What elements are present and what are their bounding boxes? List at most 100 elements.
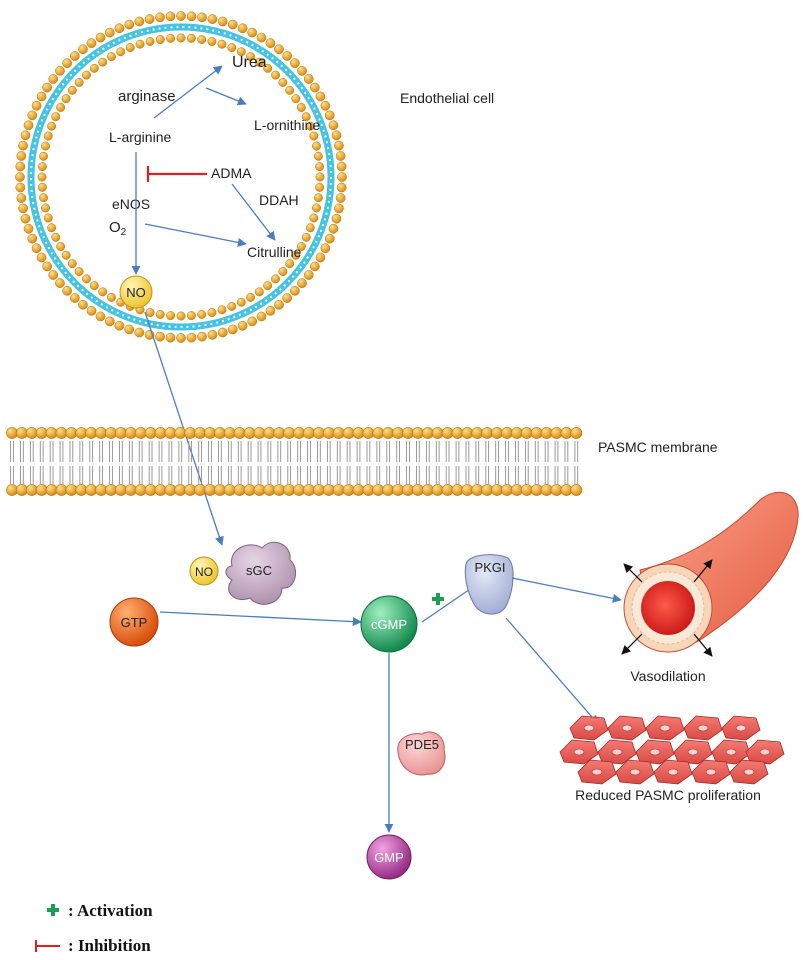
lipid-head bbox=[105, 484, 117, 496]
lipid-head bbox=[184, 427, 197, 439]
lipid-head bbox=[256, 32, 267, 43]
lipid-head bbox=[223, 484, 236, 496]
lipid-heads-outer bbox=[15, 11, 347, 343]
lipid-head bbox=[124, 324, 135, 335]
lipid-head bbox=[135, 39, 145, 49]
lipid-head bbox=[511, 427, 523, 439]
lipid-head bbox=[42, 82, 52, 93]
lipid-head bbox=[303, 270, 314, 280]
lipid-head bbox=[392, 484, 404, 496]
lipid-head bbox=[501, 427, 513, 439]
cell-nucleus bbox=[621, 724, 633, 732]
no-molecule-endothelial: NO bbox=[119, 275, 153, 309]
lipid-head bbox=[560, 427, 573, 439]
lipid-head bbox=[310, 261, 320, 272]
lipid-head bbox=[227, 301, 237, 311]
gtp-molecule: GTP bbox=[109, 597, 159, 647]
lipid-head bbox=[36, 91, 47, 102]
lipid-head bbox=[246, 292, 255, 302]
lipid-head bbox=[285, 259, 295, 269]
lipid-head bbox=[303, 427, 315, 439]
lipid-head bbox=[530, 484, 543, 496]
lipid-head bbox=[186, 332, 197, 343]
lipid-head bbox=[75, 427, 88, 439]
lipid-head bbox=[331, 213, 342, 224]
legend-inhibition-text: : Inhibition bbox=[68, 936, 151, 955]
lipid-head bbox=[86, 306, 97, 316]
lipid-head bbox=[315, 91, 326, 102]
lipid-head bbox=[25, 484, 38, 496]
lipid-head bbox=[382, 427, 395, 439]
lipid-head bbox=[402, 484, 414, 496]
lipid-head bbox=[392, 427, 404, 439]
lipid-head bbox=[31, 243, 42, 254]
lipid-head bbox=[204, 484, 216, 496]
lipid-head bbox=[223, 427, 236, 439]
lipid-head bbox=[342, 427, 355, 439]
lipid-head bbox=[176, 33, 186, 43]
reduced-proliferation-label: Reduced PASMC proliferation bbox=[575, 787, 761, 803]
lipid-head bbox=[144, 427, 157, 439]
cell-nucleus bbox=[611, 748, 623, 756]
lipid-head bbox=[297, 278, 307, 289]
lipid-head bbox=[164, 427, 177, 439]
lipid-head bbox=[233, 484, 246, 496]
lipid-head bbox=[6, 427, 18, 439]
lipid-head bbox=[461, 427, 474, 439]
lipid-head bbox=[23, 120, 34, 131]
lipid-head bbox=[115, 427, 127, 439]
lipid-head bbox=[75, 484, 88, 496]
lipid-head bbox=[176, 333, 186, 343]
lipid-head bbox=[305, 223, 315, 233]
lipid-head bbox=[65, 484, 78, 496]
lipid-head bbox=[6, 484, 18, 496]
lipid-head bbox=[441, 484, 454, 496]
sgc-enzyme: sGC bbox=[225, 541, 297, 605]
lipid-head bbox=[27, 233, 38, 244]
lipid-head bbox=[315, 162, 325, 172]
lipid-head bbox=[560, 484, 573, 496]
lipid-head bbox=[31, 100, 42, 111]
lipid-head bbox=[324, 110, 335, 121]
lipid-head bbox=[256, 311, 267, 322]
lipid-head bbox=[471, 427, 484, 439]
lipid-head bbox=[265, 38, 276, 48]
lipid-head bbox=[134, 484, 147, 496]
lipid-head bbox=[402, 427, 414, 439]
lipid-head bbox=[265, 306, 276, 316]
lipid-head bbox=[247, 316, 258, 327]
lipid-head bbox=[114, 320, 125, 331]
arrow-pkgi-to-vessel bbox=[511, 577, 622, 603]
cell-nucleus bbox=[573, 748, 585, 756]
lipid-head bbox=[431, 484, 444, 496]
lipid-head bbox=[451, 427, 464, 439]
arrow-to-l-ornithine bbox=[205, 87, 247, 106]
lipid-head bbox=[35, 427, 48, 439]
lipid-head bbox=[86, 38, 97, 48]
lipid-head bbox=[165, 332, 176, 343]
lipid-head bbox=[61, 250, 71, 260]
lipid-head bbox=[254, 287, 264, 297]
lipid-head bbox=[51, 232, 61, 242]
lipid-head bbox=[236, 297, 246, 307]
legend-activation-text: : Activation bbox=[68, 901, 153, 920]
lipid-head bbox=[227, 324, 238, 335]
vasodilation-label: Vasodilation bbox=[630, 668, 705, 684]
o2-label: O2 bbox=[109, 219, 127, 238]
lipid-head bbox=[18, 140, 28, 151]
lipid-head bbox=[253, 427, 266, 439]
membrane-lipid-tails bbox=[30, 26, 332, 328]
lipid-head bbox=[301, 232, 311, 242]
lipid-head bbox=[421, 427, 434, 439]
lipid-head bbox=[322, 427, 335, 439]
lipid-head bbox=[69, 293, 80, 303]
lipid-head bbox=[61, 94, 71, 104]
lipid-head bbox=[47, 121, 57, 131]
legend-inhibition-icon bbox=[35, 940, 60, 952]
adma-label: ADMA bbox=[211, 165, 252, 181]
lipid-head bbox=[271, 70, 280, 80]
lipid-head bbox=[273, 427, 286, 439]
lipid-head bbox=[570, 427, 583, 439]
cell-nucleus bbox=[591, 768, 603, 776]
lipid-head bbox=[352, 484, 365, 496]
